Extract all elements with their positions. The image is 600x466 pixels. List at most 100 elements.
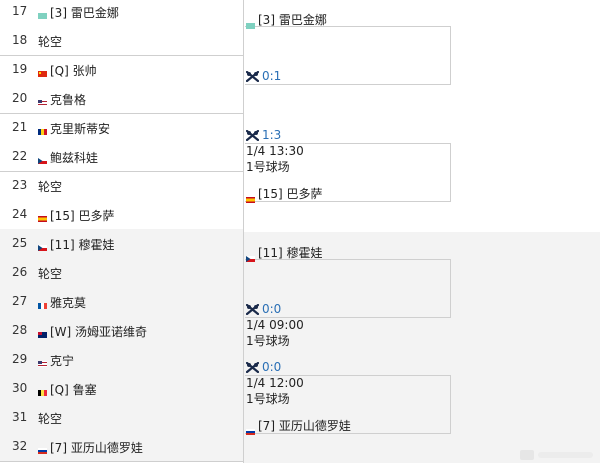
player-name[interactable]: 雅克莫 [50,296,87,310]
draw-position: 30 [12,381,28,395]
cn-flag-icon [38,66,47,77]
player-name[interactable]: [W] 汤姆亚诺维奇 [50,325,148,339]
pair-separator [0,113,243,114]
draw-position: 19 [12,62,28,76]
match-court: 1号球场 [246,334,290,348]
player-name[interactable]: [7] 亚历山德罗娃 [50,441,143,455]
draw-position: 26 [12,265,28,279]
draw-row: 18 轮空 [0,26,243,55]
draw-position: 29 [12,352,28,366]
match-player-bottom-name: [7] 亚历山德罗娃 [258,419,351,433]
match-score: 0:0 [262,360,282,374]
crossed-rackets-icon [245,129,260,142]
match-date: 1/4 12:00 [246,376,304,390]
match-player-bottom[interactable]: [15] 巴多萨 [246,185,323,203]
draw-row: 24 [15] 巴多萨 [0,200,243,229]
player-name[interactable]: 克鲁格 [50,93,87,107]
cz-flag-icon [38,153,47,164]
draw-position: 28 [12,323,28,337]
player-name[interactable]: 鲍兹科娃 [50,151,99,165]
watermark-logo [518,447,598,463]
player-name[interactable]: 轮空 [38,180,63,194]
column-divider [243,0,244,463]
pair-separator [0,171,243,172]
match-court: 1号球场 [246,160,290,174]
draw-row: 32 [7] 亚历山德罗娃 [0,432,243,461]
draw-position: 17 [12,4,28,18]
draw-position: 24 [12,207,28,221]
player-name[interactable]: [15] 巴多萨 [50,209,115,223]
fr-flag-icon [38,298,47,309]
match-score: 0:1 [262,69,282,83]
ru-flag-icon [246,424,255,435]
ro-flag-icon [38,124,47,135]
match-score-line[interactable]: 1:3 [245,128,282,142]
us-flag-icon [38,95,47,106]
player-name[interactable]: [Q] 张帅 [50,64,97,78]
match-score-line[interactable]: 0:1 [245,69,282,83]
draw-position: 23 [12,178,28,192]
cz-flag-icon [246,251,255,262]
match-player-bottom-name: [15] 巴多萨 [258,187,323,201]
draw-row: 30 [Q] 鲁塞 [0,374,243,403]
draw-position: 20 [12,91,28,105]
match-box[interactable] [245,375,451,434]
match-score: 0:0 [262,302,282,316]
match-box[interactable] [245,143,451,202]
match-score-line[interactable]: 0:0 [245,302,282,316]
match-date: 1/4 09:00 [246,318,304,332]
player-name[interactable]: 轮空 [38,35,63,49]
draw-row: 29 克宁 [0,345,243,374]
draw-row: 31 轮空 [0,403,243,432]
player-name[interactable]: 轮空 [38,412,63,426]
be-flag-icon [38,385,47,396]
match-box[interactable] [245,259,451,318]
kz-flag-icon [246,18,255,29]
match-player-top[interactable]: [11] 穆霍娃 [246,244,323,262]
draw-position: 21 [12,120,28,134]
draw-row: 25 [11] 穆霍娃 [0,229,243,258]
es-flag-icon [38,211,47,222]
es-flag-icon [246,192,255,203]
kz-flag-icon [38,8,47,19]
match-player-top-name: [11] 穆霍娃 [258,246,323,260]
match-score: 1:3 [262,128,282,142]
player-name[interactable]: [Q] 鲁塞 [50,383,97,397]
match-court: 1号球场 [246,392,290,406]
draw-position: 31 [12,410,28,424]
draw-row: 17 [3] 雷巴金娜 [0,0,243,26]
draw-row: 22 鲍兹科娃 [0,142,243,171]
crossed-rackets-icon [245,303,260,316]
draw-row: 28 [W] 汤姆亚诺维奇 [0,316,243,345]
draw-position: 25 [12,236,28,250]
crossed-rackets-icon [245,361,260,374]
draw-position: 22 [12,149,28,163]
draw-position: 18 [12,33,28,47]
draw-row: 21 克里斯蒂安 [0,113,243,142]
au-flag-icon [38,327,47,338]
draw-row: 19 [Q] 张帅 [0,55,243,84]
draw-row: 20 克鲁格 [0,84,243,113]
match-date: 1/4 13:30 [246,144,304,158]
pair-separator [0,461,243,462]
player-name[interactable]: 克宁 [50,354,75,368]
player-name[interactable]: [11] 穆霍娃 [50,238,115,252]
draw-row: 23 轮空 [0,171,243,200]
crossed-rackets-icon [245,70,260,83]
match-box[interactable] [245,26,451,85]
us-flag-icon [38,356,47,367]
draw-position: 32 [12,439,28,453]
cz-flag-icon [38,240,47,251]
player-name[interactable]: 轮空 [38,267,63,281]
player-name[interactable]: 克里斯蒂安 [50,122,111,136]
match-player-top-name: [3] 雷巴金娜 [258,13,327,27]
draw-position: 27 [12,294,28,308]
pair-separator [0,55,243,56]
draw-row: 26 轮空 [0,258,243,287]
match-score-line[interactable]: 0:0 [245,360,282,374]
ru-flag-icon [38,443,47,454]
match-player-bottom[interactable]: [7] 亚历山德罗娃 [246,417,351,435]
match-player-top[interactable]: [3] 雷巴金娜 [246,11,327,29]
player-name[interactable]: [3] 雷巴金娜 [50,6,119,20]
